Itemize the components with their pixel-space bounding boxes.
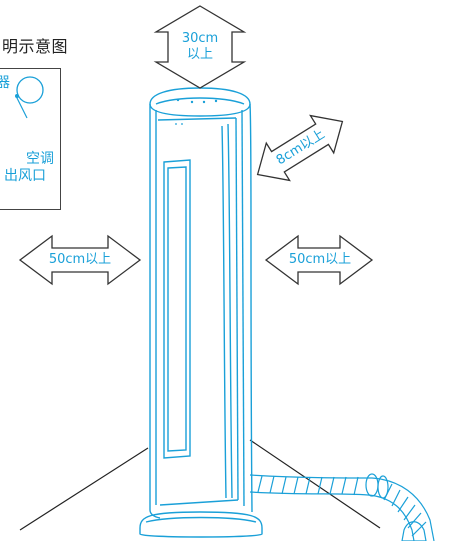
top-clearance-label-line1: 30cm bbox=[181, 31, 219, 46]
control-dots bbox=[175, 98, 218, 125]
floor-lines bbox=[19, 439, 381, 531]
top-clearance-arrow bbox=[153, 5, 247, 89]
back-clearance-arrow bbox=[256, 114, 344, 182]
drain-hose bbox=[249, 473, 435, 541]
inset-legend-box: 器 空调 出风口 bbox=[0, 68, 61, 210]
inset-top-label: 器 bbox=[0, 75, 10, 91]
left-clearance-arrow bbox=[18, 234, 142, 286]
inset-label-line2: 出风口 bbox=[4, 168, 46, 184]
right-clearance-label: 50cm以上 bbox=[288, 252, 352, 267]
inset-outlet-icon bbox=[15, 76, 44, 119]
left-clearance-label: 50cm以上 bbox=[48, 252, 112, 267]
inset-label-line1: 空调 bbox=[26, 151, 54, 167]
tower-ac-unit bbox=[139, 87, 263, 538]
right-clearance-arrow bbox=[264, 234, 374, 286]
top-clearance-label-line2: 以上 bbox=[186, 47, 213, 62]
diagram-title: 明示意图 bbox=[2, 37, 69, 56]
